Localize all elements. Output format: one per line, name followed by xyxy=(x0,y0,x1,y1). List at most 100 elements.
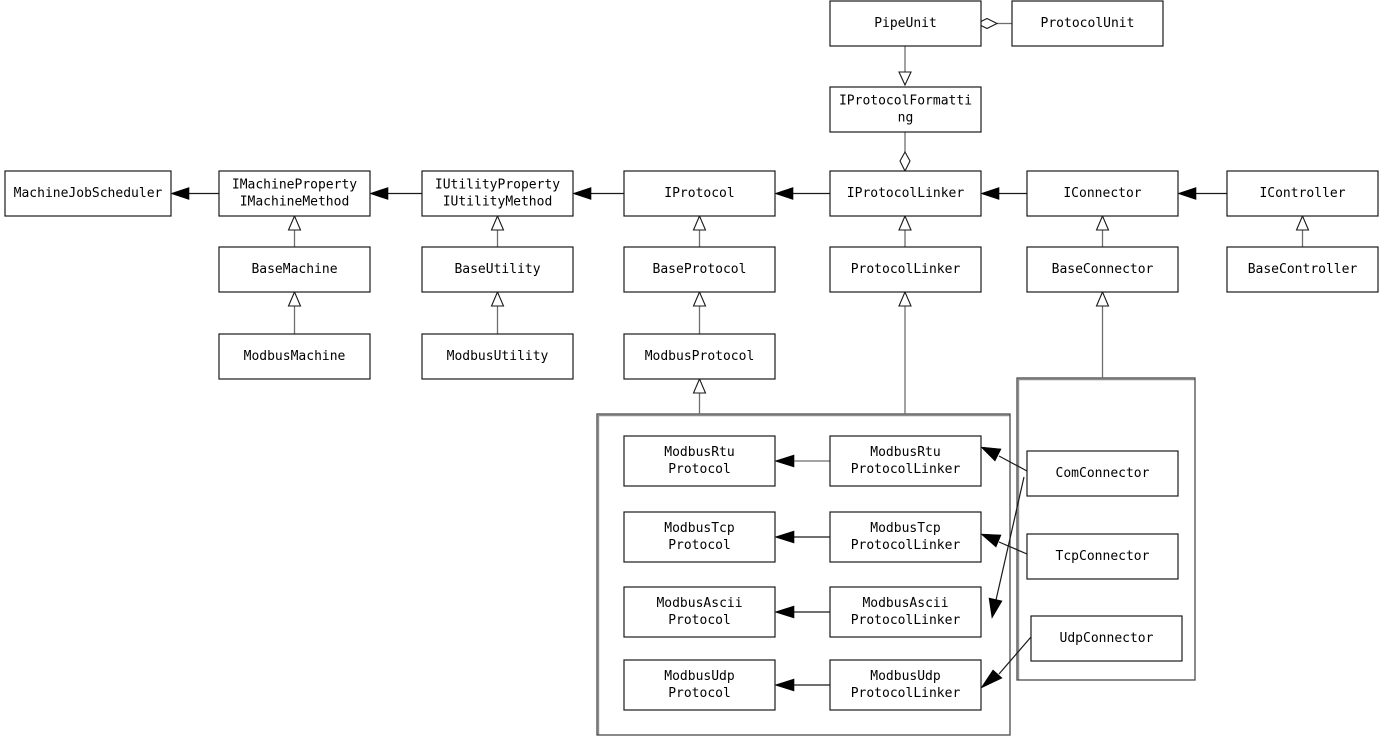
node-label: IProtocolLinker xyxy=(847,186,965,201)
class-node-protocolunit[interactable]: ProtocolUnit xyxy=(1011,0,1164,47)
node-label: TcpConnector xyxy=(1056,549,1150,564)
node-border xyxy=(623,170,776,217)
node-label: IUtilityProperty xyxy=(435,178,560,193)
node-label: ProtocolLinker xyxy=(851,613,961,628)
node-label: MachineJobScheduler xyxy=(14,186,163,201)
node-border xyxy=(1026,246,1179,293)
edge-modbusutility-baseutility xyxy=(490,290,505,334)
node-label: Protocol xyxy=(668,613,731,628)
node-label: BaseController xyxy=(1248,262,1358,277)
edge-baseprotocol-iprotocol xyxy=(692,214,707,247)
node-label: ProtocolUnit xyxy=(1041,16,1135,31)
node-border xyxy=(421,333,574,380)
group-shade xyxy=(1017,378,1195,680)
node-border xyxy=(829,86,982,133)
class-node-comconnector[interactable]: ComConnector xyxy=(1026,450,1179,497)
edge-protocolunit-pipeunit xyxy=(975,17,1012,30)
edge-protocolgroup-modbusprotocol xyxy=(692,377,707,414)
node-border xyxy=(1026,450,1179,497)
node-border xyxy=(1226,170,1379,217)
class-node-udpconnector[interactable]: UdpConnector xyxy=(1030,615,1183,662)
node-label: ComConnector xyxy=(1056,466,1150,481)
node-border xyxy=(829,246,982,293)
node-label: BaseProtocol xyxy=(653,262,747,277)
node-label: IController xyxy=(1259,186,1345,201)
class-node-tcpconnector[interactable]: TcpConnector xyxy=(1026,533,1179,580)
node-label: Protocol xyxy=(668,538,731,553)
node-label: PipeUnit xyxy=(874,16,937,31)
edge-protocollinker-iprotocollinker xyxy=(898,214,912,247)
node-border xyxy=(218,246,371,293)
group-border xyxy=(1016,377,1196,681)
class-node-baseconnector[interactable]: BaseConnector xyxy=(1026,246,1179,293)
node-label: ModbusRtu xyxy=(664,445,734,460)
node-border xyxy=(1030,615,1183,662)
group-box-connector-group xyxy=(1016,377,1196,681)
node-label: ProtocolLinker xyxy=(851,538,961,553)
class-node-pipeunit[interactable]: PipeUnit xyxy=(829,0,982,47)
class-node-baseprotocol[interactable]: BaseProtocol xyxy=(623,246,776,293)
edge-modbusprotocol-baseprotocol xyxy=(692,290,707,334)
class-nodes: PipeUnit ProtocolUnitIProtocolFormattingM… xyxy=(4,0,1379,711)
node-label: IConnector xyxy=(1063,186,1141,201)
node-border xyxy=(1226,246,1379,293)
group-box-protocol-group xyxy=(596,413,1011,736)
edge-pipeunit-iprotocolformatting xyxy=(898,46,912,87)
class-node-iprotocollinker[interactable]: IProtocolLinker xyxy=(829,170,982,217)
edge-asciilinker-asciiprotocol xyxy=(774,605,830,619)
edge-connectorgroup-baseconnector xyxy=(1095,290,1110,378)
class-node-iconnector[interactable]: IConnector xyxy=(1026,170,1179,217)
edge-iprotocol-iutilityproperty xyxy=(572,187,624,200)
edge-udplinker-udpprotocol xyxy=(774,678,830,692)
edge-tcpconnector-tcplinker xyxy=(980,533,1028,555)
node-label: ModbusTcp xyxy=(664,521,735,536)
edge-protocolgroup-protocollinker xyxy=(898,290,912,414)
edge-comconnector-rtulinker xyxy=(980,446,1028,472)
edge-baseutility-iutilityproperty xyxy=(490,214,505,247)
class-node-modbusutility[interactable]: ModbusUtility xyxy=(421,333,574,380)
node-border xyxy=(829,0,982,47)
node-border xyxy=(829,586,982,638)
edge-modbusmachine-basemachine xyxy=(287,290,302,334)
node-label: BaseUtility xyxy=(454,262,540,277)
node-label: ng xyxy=(898,111,914,126)
node-border xyxy=(421,246,574,293)
edge-iutilityproperty-imachineproperty xyxy=(369,187,422,200)
class-node-baseutility[interactable]: BaseUtility xyxy=(421,246,574,293)
class-node-icontroller[interactable]: IController xyxy=(1226,170,1379,217)
class-node-protocollinker[interactable]: ProtocolLinker xyxy=(829,246,982,293)
group-border xyxy=(596,413,1011,736)
class-node-basemachine[interactable]: BaseMachine xyxy=(218,246,371,293)
edge-iprotocollinker-iprotocol xyxy=(774,187,830,200)
group-containers xyxy=(596,377,1196,736)
class-node-modbusprotocol[interactable]: ModbusProtocol xyxy=(623,333,776,380)
node-label: ModbusRtu xyxy=(870,445,940,460)
class-node-iprotocol[interactable]: IProtocol xyxy=(623,170,776,217)
node-label: ModbusProtocol xyxy=(645,349,755,364)
node-label: ProtocolLinker xyxy=(851,686,961,701)
node-label: ProtocolLinker xyxy=(851,262,961,277)
node-border xyxy=(1026,170,1179,217)
class-node-modbusmachine[interactable]: ModbusMachine xyxy=(218,333,371,380)
node-border xyxy=(218,170,371,217)
node-border xyxy=(1011,0,1164,47)
class-node-machinejobscheduler[interactable]: MachineJobScheduler xyxy=(4,170,172,217)
node-border xyxy=(623,435,776,487)
node-border xyxy=(623,511,776,563)
node-label: Protocol xyxy=(668,686,731,701)
edge-baseconnector-iconnector xyxy=(1095,214,1110,247)
class-node-basecontroller[interactable]: BaseController xyxy=(1226,246,1379,293)
group-shade xyxy=(597,414,1010,735)
edge-iprotocolformatting-iprotocollinker xyxy=(899,132,911,173)
